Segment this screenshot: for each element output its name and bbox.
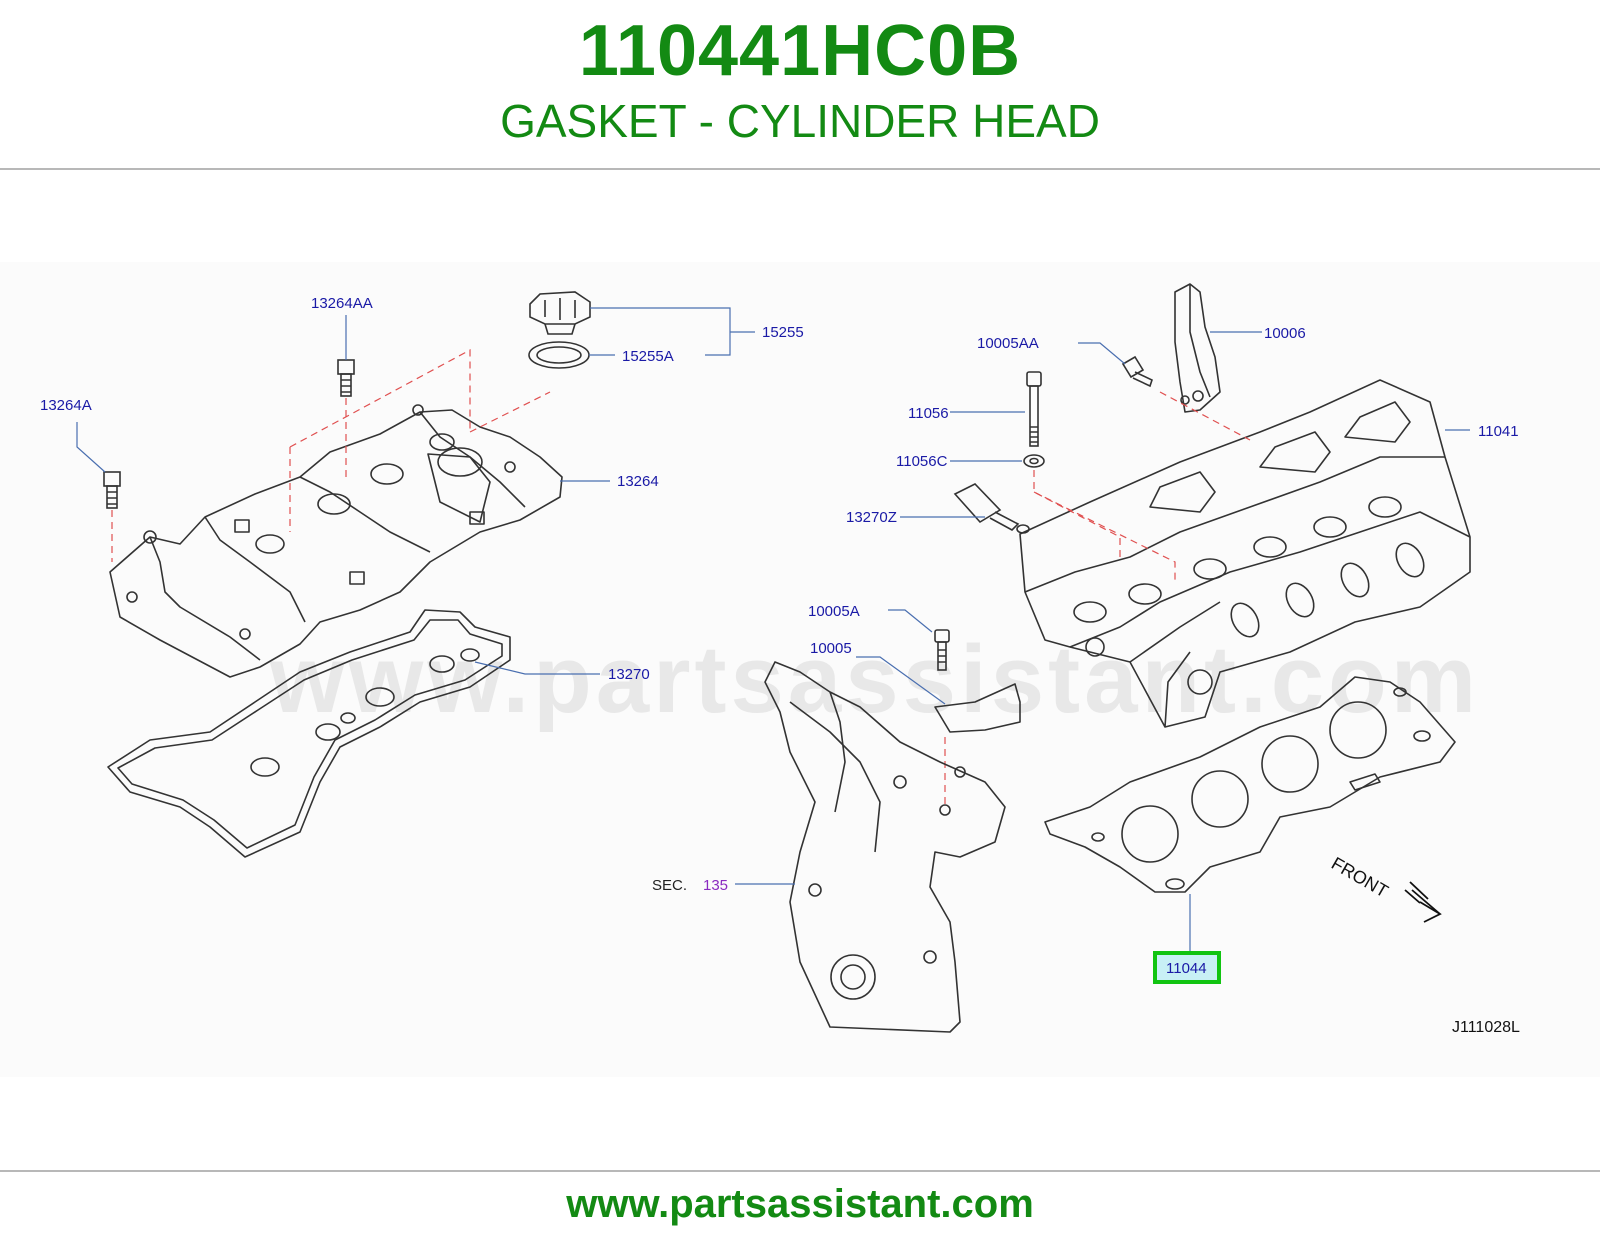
highlight-box-11044 [1153, 951, 1221, 984]
bolt-13264a-drawing [103, 471, 121, 509]
callout-13270Z[interactable]: 13270Z [846, 509, 897, 526]
callout-13264A[interactable]: 13264A [40, 397, 92, 414]
callout-15255A[interactable]: 15255A [622, 348, 674, 365]
page-header: 110441HC0B GASKET - CYLINDER HEAD [0, 0, 1600, 168]
parts-diagram: www.partsassistant.com [0, 262, 1600, 1077]
footer-website-link[interactable]: www.partsassistant.com [566, 1182, 1034, 1226]
exploded-parts-drawing: www.partsassistant.com [40, 283, 1520, 1036]
callout-13270[interactable]: 13270 [608, 666, 650, 683]
rocker-cover-drawing [109, 404, 563, 678]
callout-10006[interactable]: 10006 [1264, 325, 1306, 342]
bolt-10005aa-drawing [1121, 355, 1153, 388]
bolt-13264aa-drawing [337, 359, 355, 397]
head-alignment-lines [944, 391, 1251, 807]
part-number-title: 110441HC0B [578, 11, 1022, 91]
callout-11044-highlighted[interactable]: 11044 [1166, 960, 1207, 977]
bracket-10006-drawing [1174, 283, 1221, 413]
leader-lines [76, 307, 1470, 952]
header-divider [0, 168, 1600, 170]
callout-10005AA[interactable]: 10005AA [977, 335, 1039, 352]
callout-15255[interactable]: 15255 [762, 324, 804, 341]
callout-11041[interactable]: 11041 [1478, 423, 1519, 440]
front-cover-drawing [764, 661, 1021, 1033]
callout-10005[interactable]: 10005 [810, 640, 852, 657]
footer-divider [0, 1170, 1600, 1172]
front-arrow-icon [1404, 881, 1442, 923]
callout-11056C[interactable]: 11056C [896, 453, 948, 470]
callout-13264AA[interactable]: 13264AA [311, 295, 373, 312]
front-label: FRONT [1328, 853, 1392, 901]
part-name-subtitle: GASKET - CYLINDER HEAD [500, 95, 1100, 147]
rocker-cover-gasket-drawing [107, 609, 511, 858]
cylinder-head-gasket-drawing [1044, 676, 1456, 893]
head-bolt-11056-drawing [1023, 371, 1045, 468]
cover-alignment-lines [111, 348, 551, 562]
section-ref-prefix: SEC. [652, 877, 687, 894]
cylinder-head-drawing [1019, 379, 1471, 728]
callout-10005A[interactable]: 10005A [808, 603, 860, 620]
sensor-13270z-drawing [953, 483, 1030, 534]
watermark-text: www.partsassistant.com [269, 626, 1480, 733]
callout-11056[interactable]: 11056 [908, 405, 949, 422]
section-ref-number[interactable]: 135 [703, 877, 728, 894]
figure-code: J111028L [1452, 1019, 1520, 1036]
callout-13264[interactable]: 13264 [617, 473, 659, 490]
oil-filler-cap-drawing [528, 291, 591, 369]
bolt-10005a-drawing [934, 629, 950, 671]
